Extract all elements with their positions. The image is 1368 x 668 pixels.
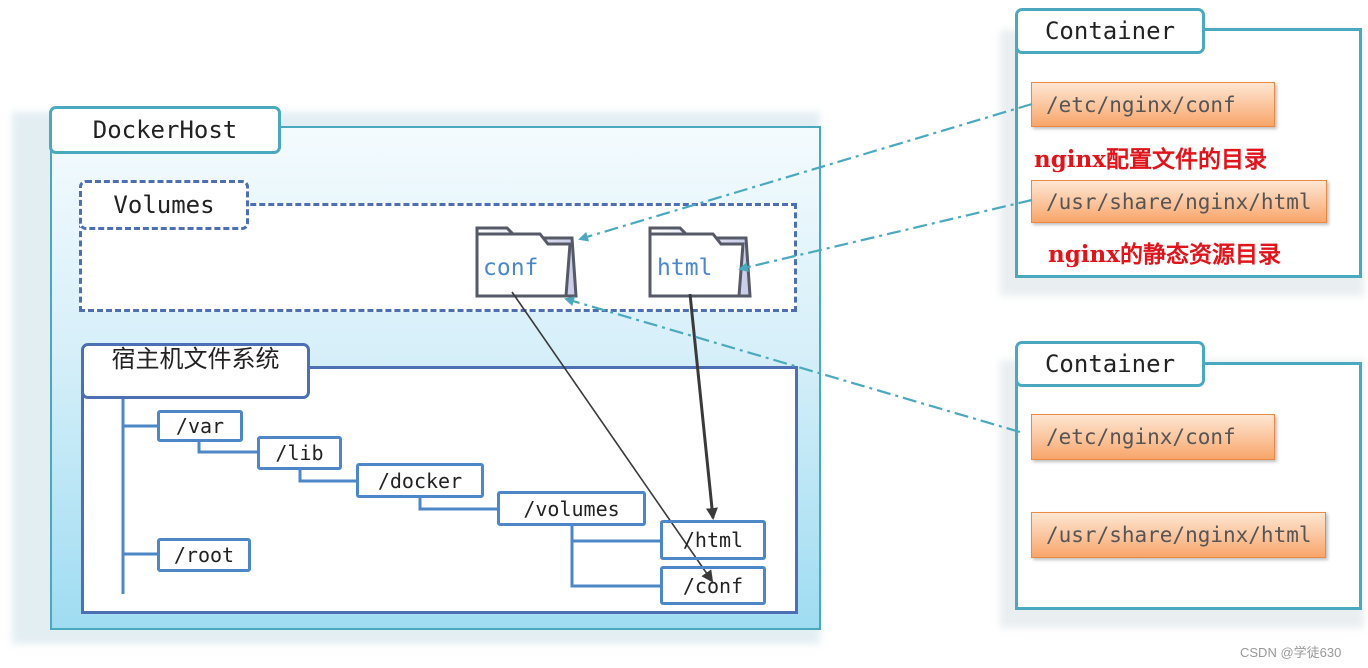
host-fs-title: 宿主机文件系统	[81, 343, 310, 399]
container-1-box	[1015, 28, 1362, 278]
container-1-conf-path: /etc/nginx/conf	[1031, 82, 1275, 127]
volumes-title: Volumes	[79, 180, 249, 230]
host-fs-area	[81, 366, 798, 614]
conf-folder-icon	[475, 226, 578, 298]
container-2-title: Container	[1015, 341, 1205, 387]
conf-folder-label: conf	[483, 255, 539, 281]
container-1-html-path: /usr/share/nginx/html	[1031, 180, 1327, 223]
html-mount-arrow	[688, 293, 718, 520]
html-folder-icon	[648, 226, 752, 298]
fs-node-volumes: /volumes	[497, 491, 646, 526]
container-1-conf-link	[578, 102, 1033, 242]
container-2-conf-path: /etc/nginx/conf	[1031, 414, 1275, 460]
container-1-conf-note: nginx配置文件的目录	[1034, 146, 1267, 173]
conf-mount-arrow	[511, 291, 714, 583]
container-2-conf-link	[564, 296, 1021, 434]
container-2-html-path: /usr/share/nginx/html	[1031, 512, 1326, 558]
fs-node-conf: /conf	[660, 566, 766, 605]
fs-node-lib: /lib	[257, 436, 342, 470]
fs-node-var: /var	[157, 410, 243, 442]
container-1-title: Container	[1015, 8, 1205, 54]
container-1-html-link	[738, 198, 1033, 273]
fs-node-html: /html	[660, 520, 766, 560]
watermark: CSDN @学徒630	[1240, 645, 1342, 660]
docker-host-title: DockerHost	[49, 106, 281, 154]
container-1-html-note: nginx的静态资源目录	[1048, 241, 1281, 268]
fs-node-docker: /docker	[356, 463, 484, 498]
fs-tree-lines	[121, 399, 661, 594]
html-folder-label: html	[657, 255, 713, 281]
fs-node-root: /root	[157, 538, 251, 572]
container-2-box	[1015, 362, 1362, 610]
